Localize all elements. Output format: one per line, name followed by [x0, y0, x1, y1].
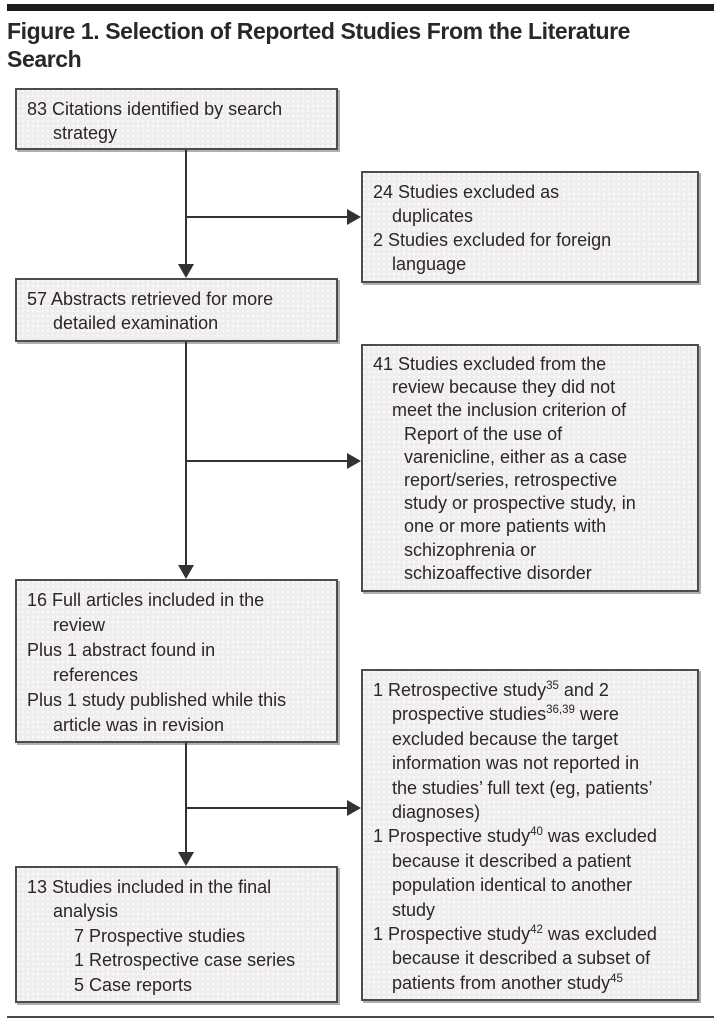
text-line: 41 Studies excluded from the: [373, 354, 607, 374]
text-segment: 1 Retrospective study: [373, 680, 547, 700]
text-line: schizophrenia or: [404, 539, 537, 560]
text-line: prospective studies36,39 were: [373, 702, 691, 726]
text-line: review because they did not: [392, 377, 616, 398]
text-line: strategy: [53, 123, 118, 143]
text-line: diagnoses): [392, 802, 481, 823]
box-abstracts-retrieved: 57 Abstracts retrieved for more detailed…: [15, 278, 338, 342]
text-line: study or prospective study, in: [404, 493, 636, 514]
text-line: because it described a patient: [392, 850, 632, 871]
down-arrowhead-final: [178, 852, 194, 866]
text-line: study: [392, 899, 436, 920]
box-final-analysis: 13 Studies included in the final analysi…: [15, 866, 338, 1003]
down-arrowhead-abstracts: [178, 264, 194, 278]
box-excluded-duplicates-foreign: 24 Studies excluded as duplicates 2 Stud…: [361, 171, 699, 283]
box-full-articles-included: 16 Full articles included in the review …: [15, 579, 338, 743]
text-line: one or more patients with: [404, 516, 607, 537]
connector-citations-to-abstracts: [185, 150, 187, 264]
text-line: because it described a subset of: [392, 948, 651, 969]
text-segment: were: [574, 704, 619, 725]
reference-superscript: 35: [546, 680, 559, 692]
text-line: 2 Studies excluded for foreign: [373, 230, 612, 250]
right-arrowhead-excluded-criterion: [347, 453, 361, 469]
box-excluded-reporting-overlap: 1 Retrospective study35 and 2 prospectiv…: [361, 669, 699, 1001]
figure-title-line-2: Search: [7, 46, 82, 72]
text-line: meet the inclusion criterion of: [392, 400, 627, 421]
text-line: Plus 1 study published while this: [27, 690, 287, 710]
text-line: 1 Retrospective case series: [74, 950, 296, 971]
text-line: references: [53, 665, 139, 685]
text-line: patients from another study45: [373, 971, 691, 995]
text-line: 57 Abstracts retrieved for more: [27, 289, 274, 309]
top-rule: [7, 4, 714, 11]
connector-abstracts-to-full-articles: [185, 342, 187, 565]
text-line: 24 Studies excluded as: [373, 182, 560, 202]
text-line: analysis: [53, 901, 119, 922]
text-segment: was excluded: [542, 924, 657, 945]
right-arrowhead-excluded-duplicates: [347, 209, 361, 225]
figure-title-line-1: Figure 1. Selection of Reported Studies …: [7, 18, 631, 44]
box-citations-identified: 83 Citations identified by search strate…: [15, 88, 338, 150]
text-line: varenicline, either as a case: [404, 446, 628, 467]
text-line: schizoaffective disorder: [404, 562, 592, 583]
text-line: Plus 1 abstract found in: [27, 640, 216, 660]
reference-superscript: 36,39: [546, 704, 575, 717]
text-line: report/series, retrospective: [404, 470, 618, 491]
text-line: detailed examination: [53, 313, 219, 333]
text-line: 5 Case reports: [74, 974, 193, 995]
text-line: information was not reported in: [392, 753, 640, 774]
down-arrowhead-full-articles: [178, 565, 194, 579]
text-segment: prospective studies: [392, 704, 547, 725]
text-segment: 1 Prospective study: [373, 826, 531, 847]
connector-full-articles-to-final: [185, 743, 187, 852]
bottom-rule: [7, 1016, 714, 1018]
text-line: 7 Prospective studies: [74, 925, 246, 946]
text-line: duplicates: [392, 206, 474, 226]
reference-superscript: 45: [610, 972, 623, 985]
box-excluded-inclusion-criterion: 41 Studies excluded from the review beca…: [361, 344, 699, 592]
text-line: review: [53, 615, 106, 635]
text-line: 16 Full articles included in the: [27, 590, 265, 610]
connector-to-excluded-duplicates: [186, 216, 347, 218]
text-segment: and 2: [558, 680, 609, 700]
reference-superscript: 40: [530, 826, 543, 839]
text-line: 1 Prospective study40 was excluded: [373, 824, 691, 848]
text-segment: 1 Prospective study: [373, 924, 531, 945]
text-line: 83 Citations identified by search: [27, 99, 283, 119]
right-arrowhead-excluded-overlap: [347, 800, 361, 816]
text-line: excluded because the target: [392, 728, 619, 749]
text-segment: was excluded: [542, 826, 657, 847]
text-line: language: [392, 254, 467, 274]
text-line: population identical to another: [392, 875, 633, 896]
text-segment: patients from another study: [392, 972, 611, 993]
text-line: the studies’ full text (eg, patients’: [392, 777, 653, 798]
text-line: 1 Retrospective study35 and 2: [373, 678, 691, 702]
text-line: Report of the use of: [404, 423, 563, 444]
text-line: 1 Prospective study42 was excluded: [373, 922, 691, 946]
connector-to-excluded-criterion: [186, 460, 347, 462]
connector-to-excluded-overlap: [186, 807, 347, 809]
text-line: article was in revision: [53, 715, 225, 735]
figure-title: Figure 1. Selection of Reported Studies …: [7, 17, 630, 73]
reference-superscript: 42: [530, 924, 543, 937]
text-line: 13 Studies included in the final: [27, 877, 272, 897]
